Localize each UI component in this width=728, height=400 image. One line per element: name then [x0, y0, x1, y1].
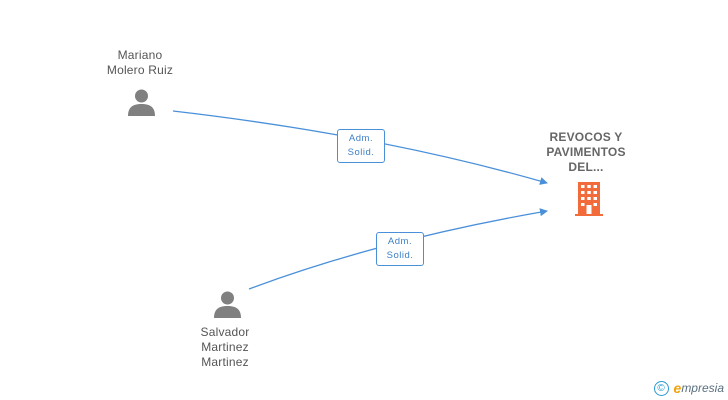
empresia-logo[interactable]: © e mpresia: [653, 380, 724, 396]
brand-name: mpresia: [681, 381, 724, 395]
edge-label-person2: Adm. Solid.: [376, 232, 424, 266]
company-name-line: DEL...: [568, 160, 604, 174]
person-name-salvador[interactable]: Salvador Martinez Martinez: [175, 325, 275, 370]
person-name-line: Martinez: [201, 340, 249, 354]
brand-e-mark: e: [673, 380, 682, 396]
person-name-line: Molero Ruiz: [106, 63, 174, 77]
edge-label-line: Adm.: [387, 236, 413, 247]
copyright-icon: ©: [653, 380, 669, 396]
edge-label-person1: Adm. Solid.: [337, 129, 385, 163]
person-name-line: Mariano: [117, 48, 163, 62]
company-name[interactable]: REVOCOS Y PAVIMENTOS DEL...: [536, 130, 636, 175]
person-icon[interactable]: [213, 290, 242, 319]
edge-label-line: Solid.: [386, 250, 414, 261]
person-name-line: Martinez: [201, 355, 249, 369]
company-name-line: PAVIMENTOS: [546, 145, 626, 159]
building-icon[interactable]: [574, 181, 604, 216]
person-name-line: Salvador: [200, 325, 250, 339]
person-name-mariano[interactable]: Mariano Molero Ruiz: [90, 48, 190, 78]
edge-label-line: Adm.: [348, 133, 374, 144]
edge-label-line: Solid.: [347, 147, 375, 158]
person-icon[interactable]: [127, 88, 156, 117]
company-name-line: REVOCOS Y: [549, 130, 623, 144]
